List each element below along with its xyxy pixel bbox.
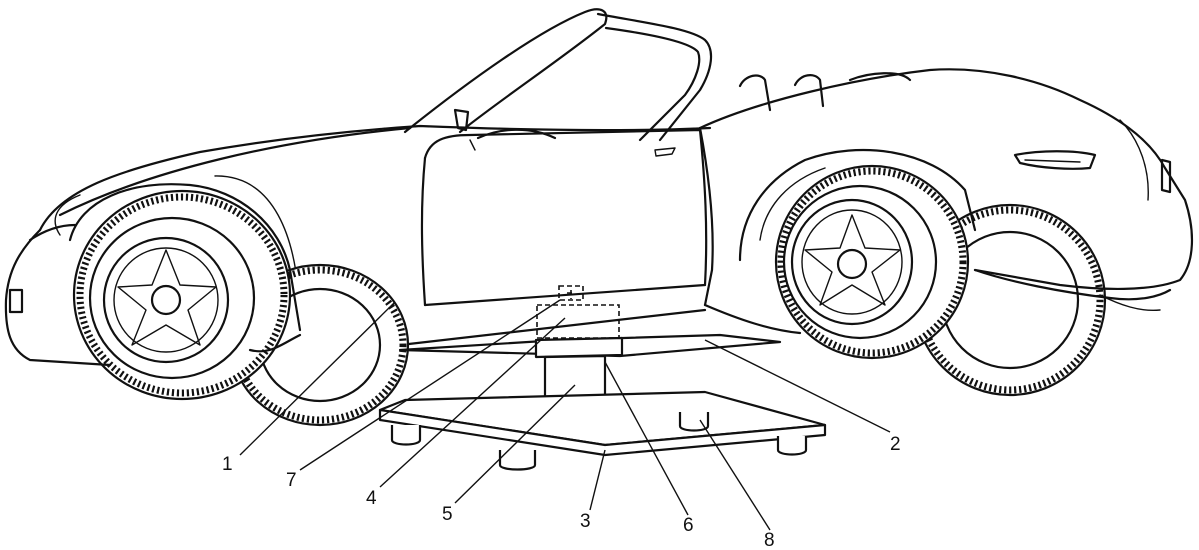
rear-body: [698, 68, 1193, 335]
callout-2: 2: [890, 434, 901, 455]
callout-6: 6: [683, 515, 694, 536]
callout-3: 3: [580, 511, 591, 532]
callout-8: 8: [764, 530, 775, 550]
callout-4: 4: [366, 488, 377, 509]
callout-1: 1: [222, 454, 233, 475]
roll-bar: [403, 8, 713, 142]
front-wheel: [72, 189, 410, 427]
motion-platform: [378, 333, 827, 471]
callout-labels: 1 7 4 5 3 6 8 2: [222, 434, 901, 550]
leader-lines: [239, 299, 891, 531]
rear-wheel: [774, 164, 1107, 397]
callout-5: 5: [442, 504, 453, 525]
callout-7: 7: [286, 470, 297, 491]
front-body: [4, 183, 302, 367]
